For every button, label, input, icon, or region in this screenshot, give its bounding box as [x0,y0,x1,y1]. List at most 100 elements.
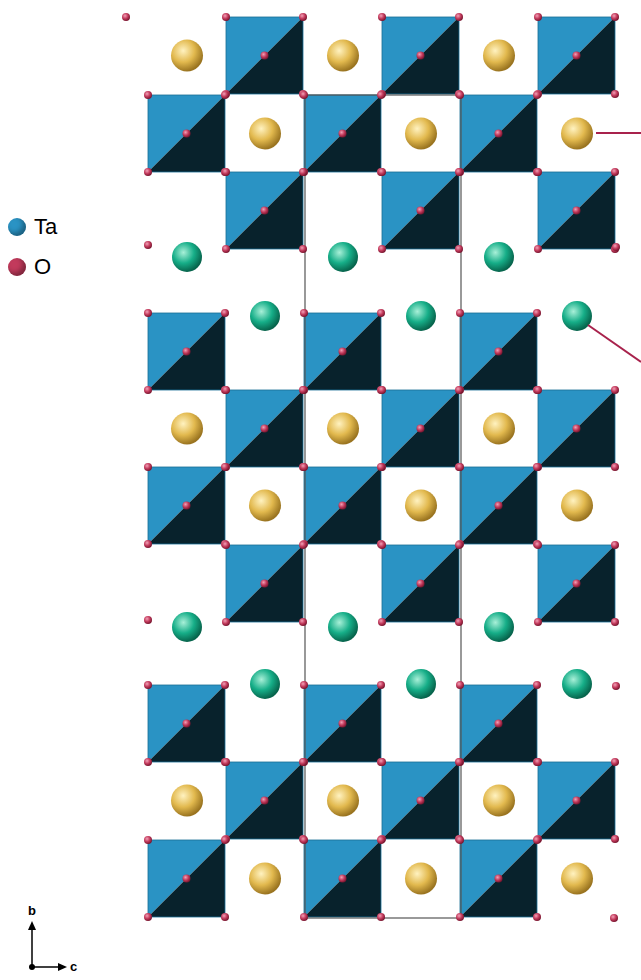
oxygen-atom [417,52,425,60]
oxygen-atom [456,463,464,471]
oxygen-atom [378,758,386,766]
axis-label: c [70,960,77,973]
oxygen-atom [456,386,464,394]
oxygen-atom [611,463,619,471]
ta-octahedron [304,840,381,917]
oxygen-atom [611,90,619,98]
axis-line [34,966,60,968]
oxygen-atom [533,540,541,548]
cation-sphere [484,242,514,272]
oxygen-atom [183,720,191,728]
oxygen-atom [612,243,620,251]
octahedron-edge [304,467,381,544]
octahedron-edge [226,17,303,94]
oxygen-atom [222,13,230,21]
oxygen-atom [533,836,541,844]
oxygen-atom [222,245,230,253]
oxygen-atom [222,758,230,766]
octahedron-face [226,762,303,839]
oxygen-atom [534,835,542,843]
cation-sphere [172,242,202,272]
oxygen-atom [533,309,541,317]
ta-octahedron [460,840,537,917]
oxygen-atom [377,463,385,471]
octahedron-face [148,95,225,172]
ta-octahedron [148,313,225,390]
octahedron-edge [304,685,381,762]
oxygen-atom [261,52,269,60]
leader-line [596,132,641,134]
ta-octahedron [226,390,303,467]
ta-octahedron [538,17,615,94]
oxygen-atom [573,207,581,215]
octahedron-face [148,685,225,762]
oxygen-atom [573,425,581,433]
oxygen-atom [300,540,308,548]
oxygen-atom [222,618,230,626]
octahedron-face [304,467,381,544]
oxygen-atom [534,245,542,253]
axis-arrowhead [28,921,36,930]
octahedron-face [382,17,459,94]
oxygen-atom [377,309,385,317]
oxygen-atom [455,386,463,394]
oxygen-atom [261,425,269,433]
ta-octahedron [382,390,459,467]
octahedron-face [226,545,303,622]
octahedron-face [304,467,381,544]
octahedron-face [460,313,537,390]
oxygen-atom [377,681,385,689]
ta-octahedra [148,17,615,917]
ta-octahedron [538,762,615,839]
octahedron-face [226,17,303,94]
leader-line [588,325,641,362]
oxygen-atom [611,168,619,176]
octahedron-face [460,95,537,172]
ta-octahedron [460,95,537,172]
oxygen-atom [261,580,269,588]
octahedron-face [538,762,615,839]
legend-swatch [8,258,26,276]
oxygen-atom [611,758,619,766]
octahedron-edge [226,172,303,249]
octahedron-face [460,840,537,917]
oxygen-atom [144,681,152,689]
oxygen-atom [377,386,385,394]
oxygen-atom [261,207,269,215]
oxygen-atom [378,835,386,843]
oxygen-atom [533,168,541,176]
octahedron-face [304,95,381,172]
oxygen-atom [183,348,191,356]
cation-sphere [327,785,359,817]
oxygen-atom [495,348,503,356]
oxygen-atom [455,13,463,21]
cation-sphere [561,490,593,522]
cation-sphere [172,612,202,642]
cation-sphere [406,669,436,699]
octahedron-face [148,685,225,762]
oxygen-atom [456,758,464,766]
oxygen-atom [378,618,386,626]
octahedron-edge [538,17,615,94]
oxygen-atom [573,52,581,60]
oxygen-atom [455,835,463,843]
oxygen-atom [455,758,463,766]
ta-octahedron [148,840,225,917]
cation-sphere [327,40,359,72]
octahedron-face [148,840,225,917]
oxygen-atom [377,540,385,548]
oxygen-atom [122,13,130,21]
oxygen-atom [221,91,229,99]
oxygen-atom [299,618,307,626]
ta-octahedron [382,17,459,94]
octahedron-face [304,313,381,390]
oxygen-atom [534,386,542,394]
cation-sphere [249,490,281,522]
oxygen-atom [339,875,347,883]
oxygen-atom [144,91,152,99]
octahedron-edge [460,467,537,544]
ta-octahedron [304,685,381,762]
octahedron-edge [382,17,459,94]
oxygen-atom [300,386,308,394]
